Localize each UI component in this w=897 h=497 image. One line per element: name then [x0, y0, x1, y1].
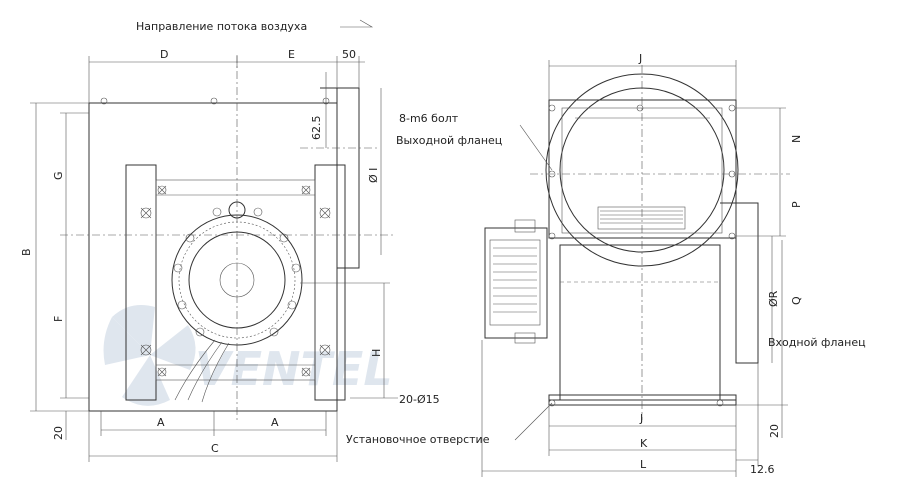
inlet-flange-label: Входной фланец: [768, 336, 866, 349]
dim-Q: Q: [790, 296, 803, 305]
side-view-dimensions: J N P ØR Q 20 J K L 12.6: [481, 52, 803, 477]
dim-L: L: [640, 458, 647, 471]
holes-label: 20-Ø15: [399, 393, 440, 406]
dim-A-right: A: [271, 416, 279, 429]
watermark-text: VENTEL: [195, 342, 393, 396]
dim-J-bottom: J: [639, 412, 643, 425]
dim-N: N: [790, 135, 803, 143]
dim-G: G: [52, 171, 65, 180]
dim-diameter-I: Ø I: [367, 168, 380, 183]
mount-hole-label: Установочное отверстие: [346, 433, 490, 446]
dim-12-6: 12.6: [750, 463, 775, 476]
front-view-dimensions: D E 50 62.5 Ø I B G F H 20 A A: [20, 48, 390, 462]
bolt-leader: [519, 124, 553, 171]
dim-H: H: [370, 349, 383, 357]
dim-P: P: [790, 201, 803, 208]
dim-A-left: A: [157, 416, 165, 429]
dim-diameter-R: ØR: [767, 290, 780, 307]
dim-62-5: 62.5: [310, 116, 323, 141]
outlet-flange-label: Выходной фланец: [396, 134, 502, 147]
frame-holes: [100, 97, 331, 377]
front-view: [60, 55, 395, 420]
dim-J-top: J: [638, 52, 642, 65]
watermark-fan-icon: [103, 304, 196, 406]
dim-C: C: [211, 442, 219, 455]
dim-20-left: 20: [52, 426, 65, 440]
dim-20-right: 20: [768, 424, 781, 438]
watermark: VENTEL: [103, 304, 393, 406]
dim-50: 50: [342, 48, 356, 61]
dim-B: B: [20, 248, 33, 256]
dim-E: E: [288, 48, 295, 61]
dim-F: F: [52, 316, 65, 322]
airflow-arrow-icon: [340, 19, 374, 28]
airflow-direction-label: Направление потока воздуха: [136, 20, 307, 33]
dim-K: K: [640, 437, 648, 450]
bolt-label: 8-m6 болт: [399, 112, 459, 125]
mount-hole-leader: [514, 402, 553, 441]
side-view: [484, 65, 790, 420]
dim-D: D: [160, 48, 168, 61]
